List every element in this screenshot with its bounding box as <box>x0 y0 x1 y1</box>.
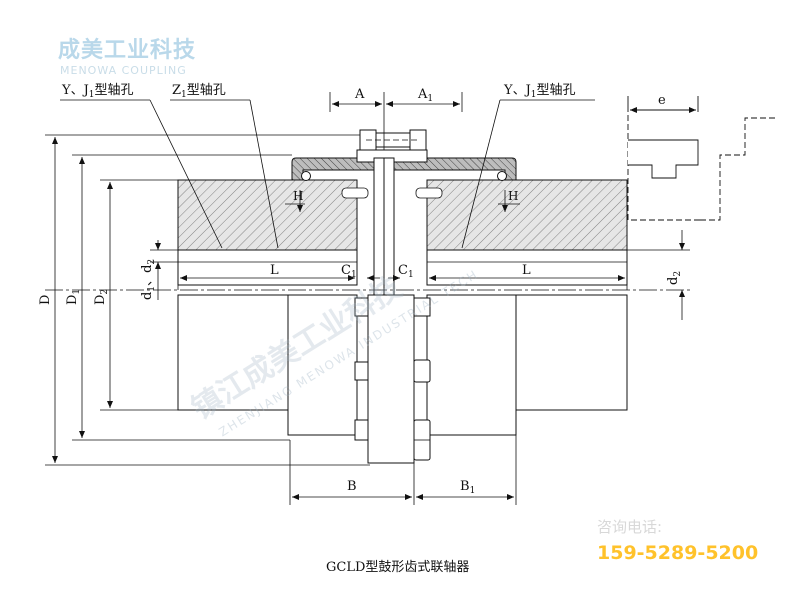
right-hub-section <box>426 179 628 251</box>
dim-d1-d2: d1、d2 <box>140 259 157 300</box>
top-bolt-icon <box>359 129 427 151</box>
contact-phone: 159-5289-5200 <box>597 542 758 564</box>
left-hub-body <box>177 294 289 411</box>
figure-caption: GCLD型鼓形齿式联轴器 <box>326 560 469 575</box>
right-hub <box>415 179 628 436</box>
brand-name-cn: 成美工业科技 <box>58 37 196 63</box>
flange-bolt-lower-icon <box>354 419 431 461</box>
dim-B1: B1 <box>460 479 475 496</box>
contact-label: 咨询电话: <box>597 518 662 536</box>
right-hub-body <box>515 294 628 411</box>
dimension-labels: Y、J1型轴孔 Z1型轴孔 Y、J1型轴孔 A A1 e H H L L C1 … <box>38 83 683 496</box>
dim-A: A <box>354 87 365 102</box>
brand-logo: 成美工业科技 MENOWA COUPLING <box>58 37 196 77</box>
dim-L-right: L <box>522 263 531 278</box>
dim-L-left: L <box>270 263 279 278</box>
bore-label-right: Y、J1型轴孔 <box>503 83 576 100</box>
dim-C1-left: C1 <box>341 263 357 280</box>
outer-sleeve <box>291 157 517 181</box>
right-sleeve-body <box>426 294 517 436</box>
brand-name-en: MENOWA COUPLING <box>60 64 187 77</box>
left-seal-icon <box>301 171 311 181</box>
bore-label-left: Y、J1型轴孔 <box>61 83 134 100</box>
right-seal-icon <box>497 171 507 181</box>
dim-D: D <box>38 295 53 305</box>
dim-H-left: H <box>293 189 303 203</box>
dim-e: e <box>658 93 666 108</box>
dim-D2: D2 <box>93 289 110 305</box>
dim-B: B <box>347 479 357 494</box>
dim-d2-right: d2 <box>666 271 683 285</box>
bore-label-mid: Z1型轴孔 <box>172 83 226 100</box>
flange-bolt-middle-icon <box>354 359 431 383</box>
center-flange <box>354 129 431 464</box>
dim-D1: D1 <box>65 289 82 305</box>
dim-A1: A1 <box>417 87 433 104</box>
contact-block: 咨询电话: 159-5289-5200 <box>597 518 758 564</box>
flange-bolt-upper-icon <box>354 297 431 317</box>
dim-H-right: H <box>508 189 518 203</box>
left-hub-bore <box>177 249 358 286</box>
detail-e <box>627 96 778 221</box>
dim-C1-right: C1 <box>398 263 414 280</box>
dimension-lines <box>45 92 690 505</box>
